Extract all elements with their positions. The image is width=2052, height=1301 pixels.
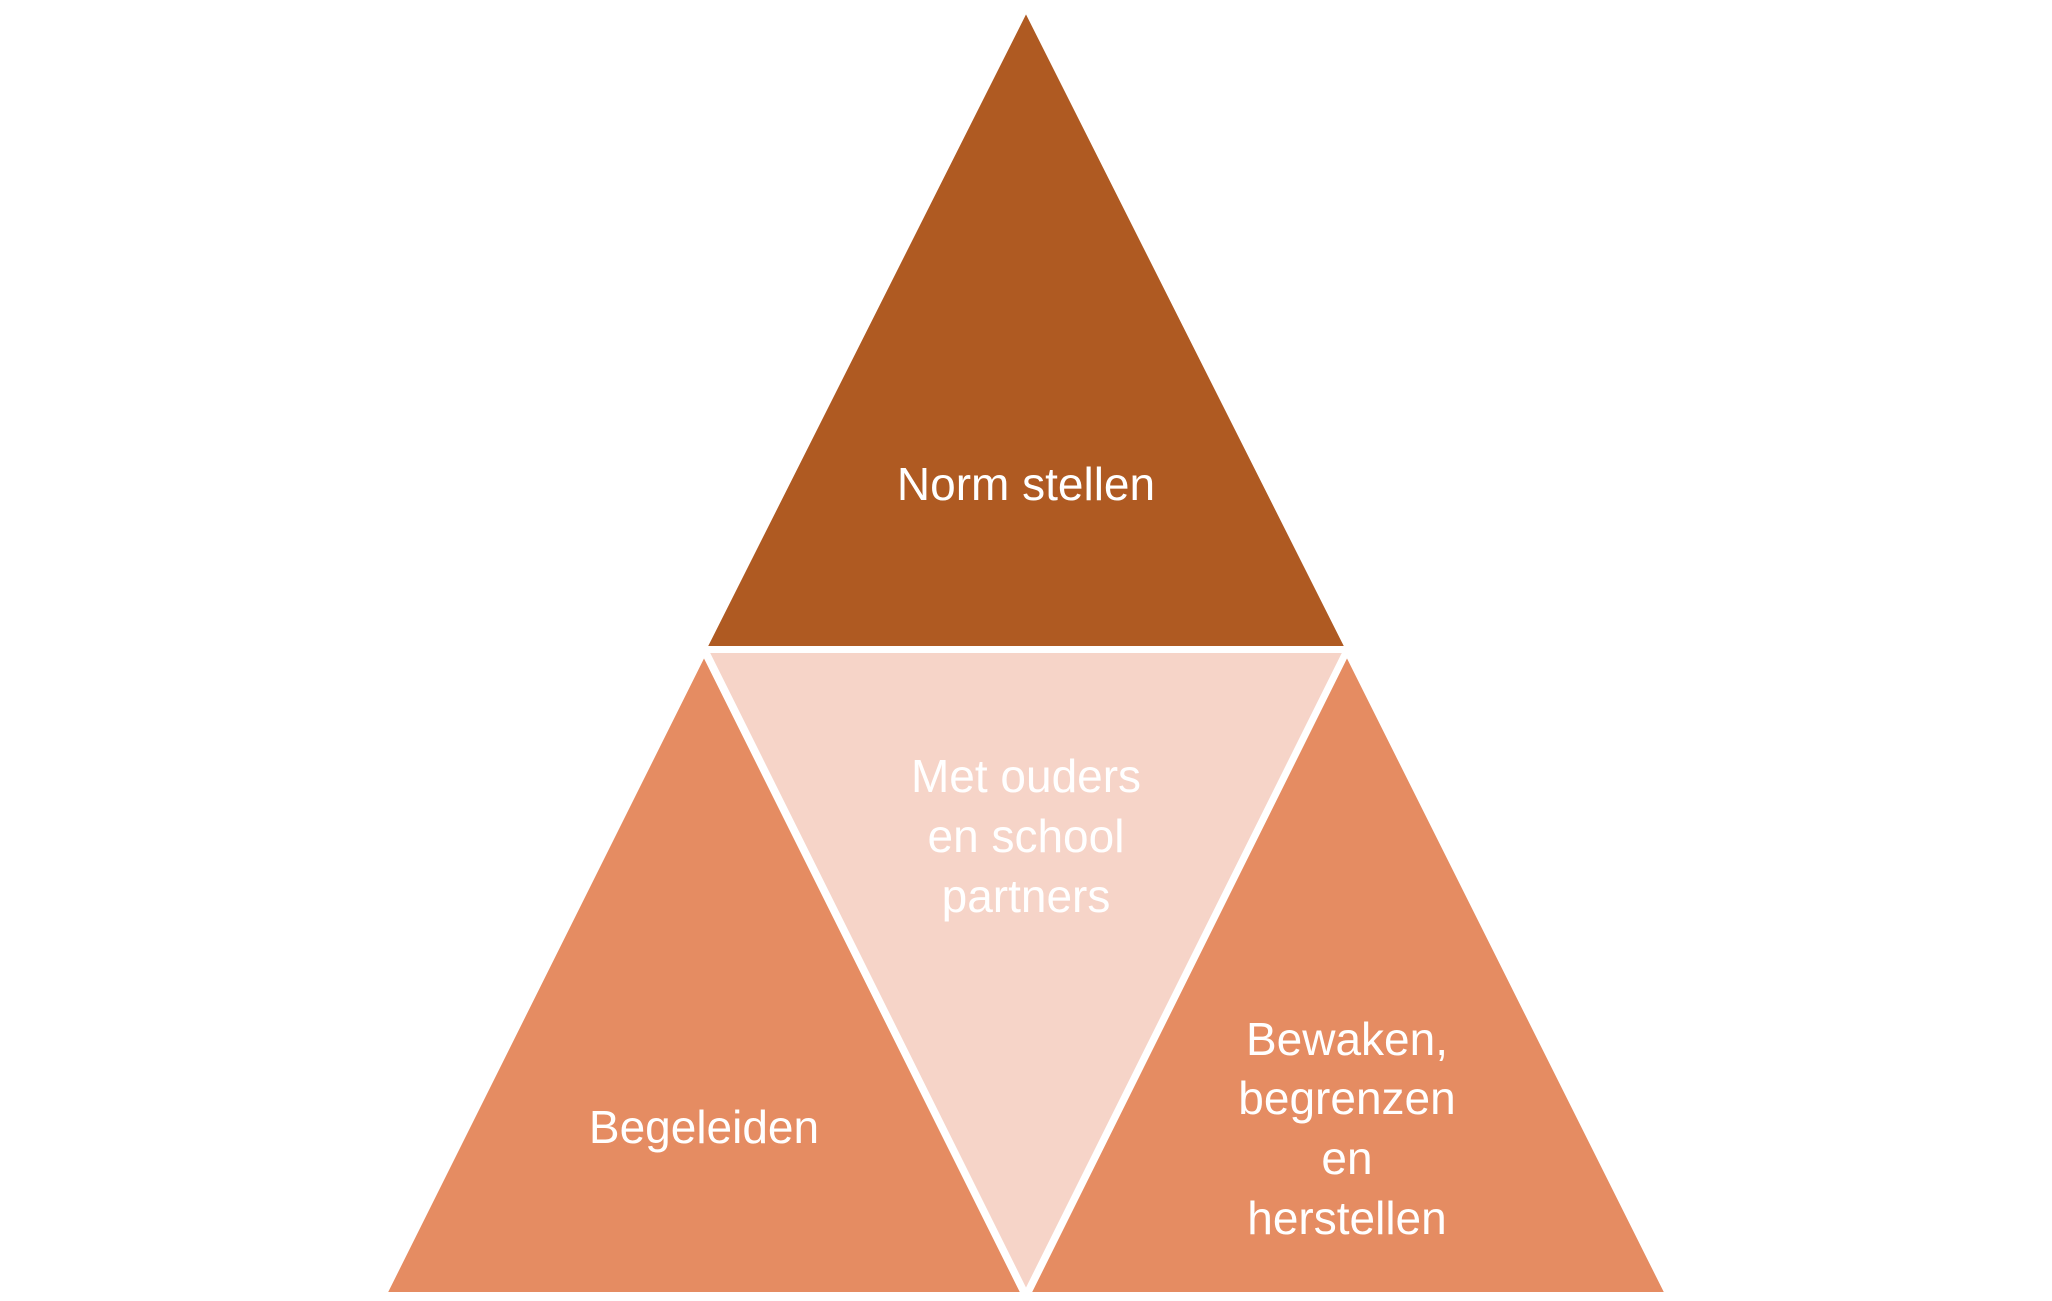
label-right-line-2: begrenzen <box>1238 1072 1455 1124</box>
triangle-right-bewaken <box>1025 649 1671 1296</box>
label-left: Begeleiden <box>589 1101 819 1153</box>
label-right-line-4: herstellen <box>1247 1192 1446 1244</box>
triangle-left-begeleiden <box>381 649 1027 1296</box>
label-right-line-3: en <box>1321 1132 1372 1184</box>
label-center-line-1: Met ouders <box>911 750 1141 802</box>
label-right-line-1: Bewaken, <box>1246 1013 1448 1065</box>
triangle-center-partners <box>703 649 1349 1297</box>
label-top: Norm stellen <box>897 458 1155 510</box>
label-center-line-2: en school <box>928 810 1125 862</box>
label-center-line-3: partners <box>942 870 1111 922</box>
triangle-top-norm-stellen <box>701 5 1351 650</box>
